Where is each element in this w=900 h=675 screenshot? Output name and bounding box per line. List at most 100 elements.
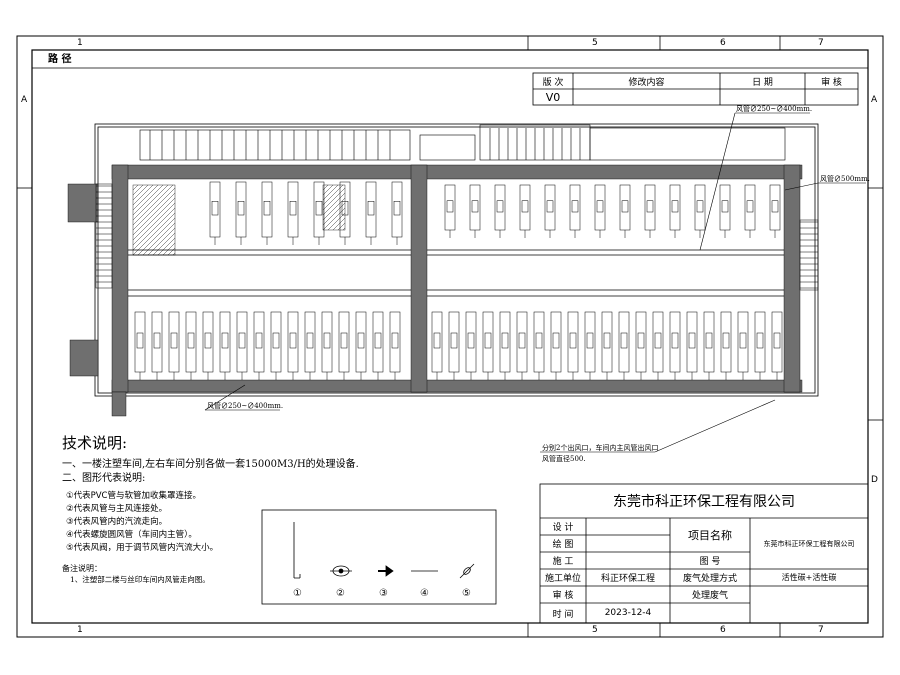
hatch-line [147, 227, 176, 256]
label-drawing: 绘 图 [552, 540, 574, 550]
lower-machine [720, 311, 732, 373]
upper-machines [209, 181, 781, 245]
hatch-line [157, 237, 176, 256]
lower-machine [389, 311, 401, 373]
upper-machine [769, 184, 781, 231]
upper-machine [209, 181, 221, 238]
left-stair-block [95, 183, 113, 289]
lower-machine [448, 311, 460, 373]
upper-machine-core [211, 201, 219, 216]
upper-machine [669, 184, 681, 231]
upper-machine [444, 184, 456, 231]
upper-machine [619, 184, 631, 231]
upper-machine-core [596, 200, 604, 213]
lower-machine-core [569, 332, 577, 349]
zone-number-bottom-5: 5 [592, 625, 598, 635]
lower-machine [355, 311, 367, 373]
top-room-bank-left [139, 129, 411, 161]
hatch-line [332, 217, 346, 231]
upper-machine [313, 181, 325, 238]
upper-machine-core [263, 201, 271, 216]
notes-item-1: 一、一楼注塑车间,左右车间分别各做一套15000M3/H的处理设备. [62, 459, 359, 470]
legend-number-5: ⑤ [462, 588, 471, 599]
lower-machine-core [535, 332, 543, 349]
lower-machine [168, 311, 180, 373]
revision-header-version: 版 次 [542, 77, 564, 88]
revision-header-review: 审 核 [821, 77, 842, 88]
lower-machine [270, 311, 282, 373]
hatch-line [137, 217, 176, 256]
lower-machine-core [323, 332, 331, 349]
lower-machine-core [688, 332, 696, 349]
lower-machine-core [272, 332, 280, 349]
upper-machine-core [746, 200, 754, 213]
label-design: 设 计 [552, 523, 574, 533]
hatch-line [132, 207, 176, 251]
date-value: 2023-12-4 [604, 608, 652, 618]
zone-letter-left-a: A [21, 95, 28, 105]
top-rooms [139, 124, 786, 161]
outer-frame [16, 35, 884, 638]
upper-machine-core [471, 200, 479, 213]
upper-machine [594, 184, 606, 231]
lower-machine [516, 311, 528, 373]
construction-unit-value: 科正环保工程 [600, 574, 655, 584]
duct-joint-icon [330, 565, 352, 577]
lower-machine-core [739, 332, 747, 349]
lower-machine [151, 311, 163, 373]
legend-box [261, 509, 497, 605]
upper-machine-core [671, 200, 679, 213]
hatch-line [132, 202, 176, 246]
revision-header-content: 修改内容 [628, 77, 665, 88]
hatch-line [322, 187, 346, 211]
upper-machine-core [771, 200, 779, 213]
zone-number-bottom-1: 1 [77, 625, 83, 635]
treatment-method-label: 废气处理方式 [682, 574, 737, 584]
hatch-line [322, 202, 346, 226]
hatch-line [322, 184, 344, 206]
hatch-line [337, 222, 346, 231]
hatch-line [132, 212, 176, 256]
hatch-line [322, 192, 346, 216]
hatch-line [132, 184, 149, 201]
upper-machine-core [546, 200, 554, 213]
lower-machine [584, 311, 596, 373]
lower-machine-core [340, 332, 348, 349]
zone-number-bottom-6: 6 [720, 625, 726, 635]
upper-machine-core [289, 201, 297, 216]
lower-machine-core [654, 332, 662, 349]
lower-machine [372, 311, 384, 373]
hatch-line [322, 207, 346, 231]
hatch-line [132, 192, 176, 236]
hatch-line [167, 247, 176, 256]
lower-machine-core [722, 332, 730, 349]
upper-machine-core [621, 200, 629, 213]
inner-frame [31, 49, 869, 624]
lower-machine-core [433, 332, 441, 349]
upper-machine-core [521, 200, 529, 213]
upper-machine [544, 184, 556, 231]
label-construction: 施 工 [552, 557, 574, 567]
label-time: 时 间 [552, 609, 574, 620]
hatch-line [132, 187, 176, 231]
lower-machine [635, 311, 647, 373]
right-stairs [799, 219, 819, 291]
lower-machine-core [238, 332, 246, 349]
lower-machine-core [552, 332, 560, 349]
upper-machine [261, 181, 273, 238]
lower-machine [567, 311, 579, 373]
upper-machine [469, 184, 481, 231]
upper-machine-core [237, 201, 245, 216]
hatch-line [132, 184, 139, 191]
upper-machine [744, 184, 756, 231]
hatched-block [322, 184, 346, 231]
lower-machine [185, 311, 197, 373]
pvc-hose-icon [293, 522, 301, 579]
lower-machine [304, 311, 316, 373]
notes-symbol-3: ③代表风管内的汽流走向。 [66, 517, 168, 527]
zone-number-top-1: 1 [77, 38, 83, 48]
upper-machine-core [315, 201, 323, 216]
hatch-line [132, 197, 176, 241]
hatch-line [132, 184, 159, 211]
hatch-line [132, 184, 164, 216]
